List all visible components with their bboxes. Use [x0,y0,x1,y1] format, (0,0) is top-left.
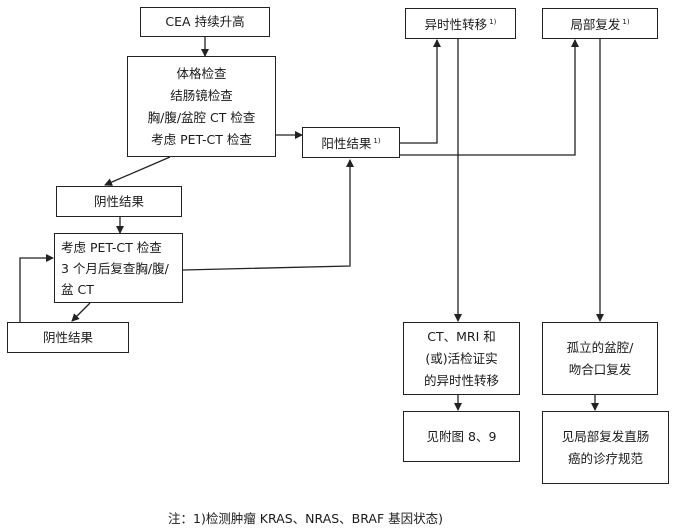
node-exam-line-1: 体格检查 [176,65,227,81]
arrow-followup-to-positive [182,159,354,271]
node-isolated-line-2: 吻合口复发 [568,361,632,377]
node-ctmri-line-1: CT、MRI 和 [427,328,496,344]
node-localnorm-line-1: 见局部复发直肠 [561,428,650,444]
node-seefig-line-1: 见附图 8、9 [426,428,497,444]
arrow-followup-to-neg2 [71,302,91,322]
node-examination: 体格检查 结肠镜检查 胸/腹/盆腔 CT 检查 考虑 PET-CT 检查 [127,56,276,157]
node-isolated-line-1: 孤立的盆腔/ [566,339,634,355]
node-see-figure: 见附图 8、9 [403,411,520,462]
node-neg1-line-1: 阴性结果 [93,193,144,209]
footnote: 注：1)检测肿瘤 KRAS、NRAS、BRAF 基因状态) [168,511,444,526]
node-exam-line-3: 胸/腹/盆腔 CT 检查 [147,109,256,125]
arrow-neg2-loop [19,254,54,323]
node-positive-text: 阳性结果 [321,136,372,152]
node-local-text: 局部复发 [570,17,621,33]
node-isolated-recurrence: 孤立的盆腔/ 吻合口复发 [542,322,658,395]
footnote-marker: 1) [373,136,381,145]
node-exam-line-2: 结肠镜检查 [170,87,233,103]
node-ctmri-line-2: (或)活检证实 [425,350,498,366]
node-metastasis-text: 异时性转移 [424,17,488,33]
node-neg2-line-1: 阴性结果 [42,329,93,345]
node-cea-rising: CEA 持续升高 [140,7,270,37]
arrow-exam-to-neg1 [104,156,171,186]
node-ct-mri-biopsy: CT、MRI 和 (或)活检证实 的异时性转移 [403,322,520,395]
node-ctmri-line-3: 的异时性转移 [423,372,499,388]
arrow-positive-to-metastasis [400,39,441,144]
node-localnorm-line-2: 癌的诊疗规范 [567,450,643,466]
footnote-marker: 1) [489,17,497,26]
node-cea-line-1: CEA 持续升高 [165,14,245,29]
node-local-recurrence-guideline: 见局部复发直肠 癌的诊疗规范 [542,411,669,484]
node-negative-1: 阴性结果 [56,186,182,217]
arrow-positive-to-local [400,39,579,156]
node-followup-line-3: 盆 CT [61,281,94,297]
node-negative-2: 阴性结果 [7,322,129,353]
node-followup: 考虑 PET-CT 检查 3 个月后复查胸/腹/ 盆 CT [54,233,183,303]
node-exam-line-4: 考虑 PET-CT 检查 [151,131,252,147]
node-followup-line-2: 3 个月后复查胸/腹/ [61,260,169,276]
node-followup-line-1: 考虑 PET-CT 检查 [61,239,162,255]
footnote-marker: 1) [622,17,630,26]
